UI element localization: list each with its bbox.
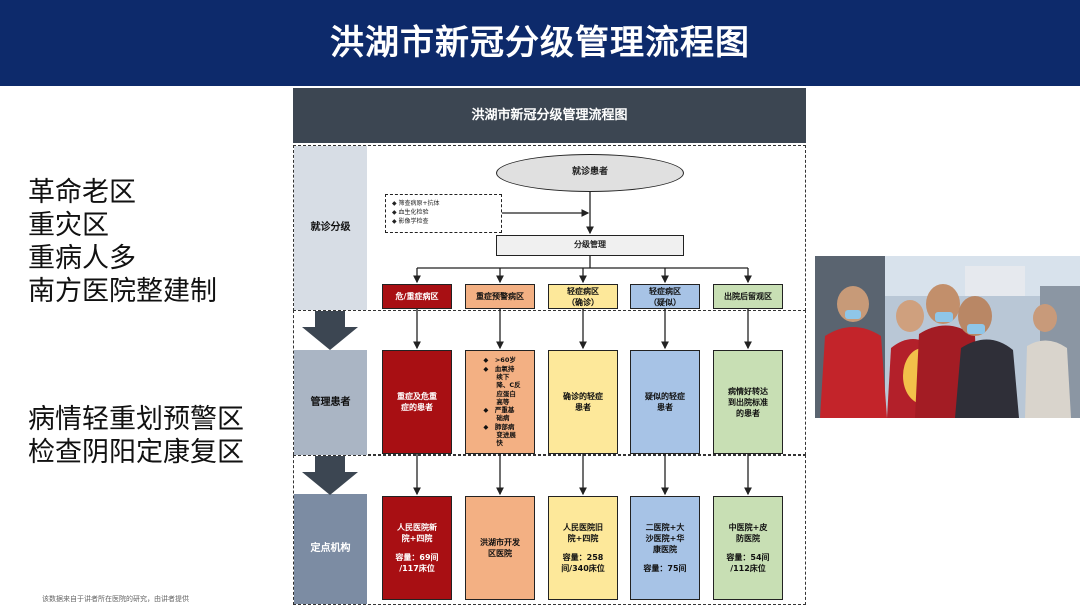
patients-recovered: 病情好转达 到出院标准 的患者 xyxy=(713,350,783,454)
stage-label-triage: 就诊分级 xyxy=(294,146,367,310)
institution-4: 二医院+大 沙医院+华 康医院 容量：75间 xyxy=(630,496,700,600)
left-point: 革命老区 xyxy=(28,177,136,208)
institution-3: 人民医院旧 院+四院 容量：258 间/340床位 xyxy=(548,496,618,600)
patients-severe-warning: ◆ >60岁 ◆ 血氧持 续下 降、C反 应蛋白 高等 ◆ 严重基 础病 ◆ 肺… xyxy=(465,350,535,454)
slide-title: 洪湖市新冠分级管理流程图 xyxy=(330,23,750,63)
zone-mild-confirmed: 轻症病区 （确诊） xyxy=(548,284,618,309)
flowchart-panel: 洪湖市新冠分级管理流程图 就诊分级 管理患者 定点机构 xyxy=(293,88,806,605)
warning-criteria: ◆ >60岁 ◆ 血氧持 续下 降、C反 应蛋白 高等 ◆ 严重基 础病 ◆ 肺… xyxy=(483,356,521,448)
patients-mild-confirmed: 确诊的轻症 患者 xyxy=(548,350,618,454)
checklist-item: ◆ 影像学检查 xyxy=(392,218,429,225)
patients-critical: 重症及危重 症的患者 xyxy=(382,350,452,454)
stage-label-institution: 定点机构 xyxy=(294,494,367,604)
zone-post-discharge: 出院后留观区 xyxy=(713,284,783,309)
section-institution xyxy=(293,455,806,605)
left-points-group-a: 革命老区 重灾区 重病人多 南方医院整建制 xyxy=(28,176,217,308)
zone-critical: 危/重症病区 xyxy=(382,284,452,309)
left-point: 检查阴阳定康复区 xyxy=(28,437,244,468)
bullet-icon: ◆ xyxy=(392,200,399,207)
left-points-group-b: 病情轻重划预警区 检查阴阳定康复区 xyxy=(28,403,244,469)
down-arrow-icon xyxy=(302,456,358,495)
flowchart-header: 洪湖市新冠分级管理流程图 xyxy=(293,88,806,143)
section-manage xyxy=(293,310,806,455)
institution-2: 洪湖市开发 区医院 xyxy=(465,496,535,600)
flowchart-title: 洪湖市新冠分级管理流程图 xyxy=(471,108,628,123)
start-node: 就诊患者 xyxy=(496,154,684,192)
down-arrow-icon xyxy=(302,311,358,350)
zone-severe-warning: 重症预警病区 xyxy=(465,284,535,309)
exam-checklist: ◆ 筛查病原+抗体 ◆ 血生化检验 ◆ 影像学检查 xyxy=(385,194,502,233)
left-point: 重灾区 xyxy=(28,210,109,241)
institution-1: 人民医院新 院+四院 容量：69间 /117床位 xyxy=(382,496,452,600)
zone-mild-suspected: 轻症病区 （疑似） xyxy=(630,284,700,309)
left-point: 重病人多 xyxy=(28,243,136,274)
patients-mild-suspected: 疑似的轻症 患者 xyxy=(630,350,700,454)
footnote: 该数据来自于讲者所在医院的研究，由讲者提供 xyxy=(42,595,189,603)
left-point: 南方医院整建制 xyxy=(28,276,217,307)
bullet-icon: ◆ xyxy=(392,218,399,225)
grading-node: 分级管理 xyxy=(496,235,684,256)
checklist-item: ◆ 筛查病原+抗体 xyxy=(392,200,440,207)
stage-label-manage: 管理患者 xyxy=(294,350,367,455)
medical-team-photo xyxy=(815,256,1080,418)
checklist-item: ◆ 血生化检验 xyxy=(392,209,429,216)
flow-connectors xyxy=(413,192,752,496)
institution-5: 中医院+皮 防医院 容量：54间 /112床位 xyxy=(713,496,783,600)
title-banner: 洪湖市新冠分级管理流程图 xyxy=(0,0,1080,86)
left-point: 病情轻重划预警区 xyxy=(28,404,244,435)
bullet-icon: ◆ xyxy=(392,209,399,216)
